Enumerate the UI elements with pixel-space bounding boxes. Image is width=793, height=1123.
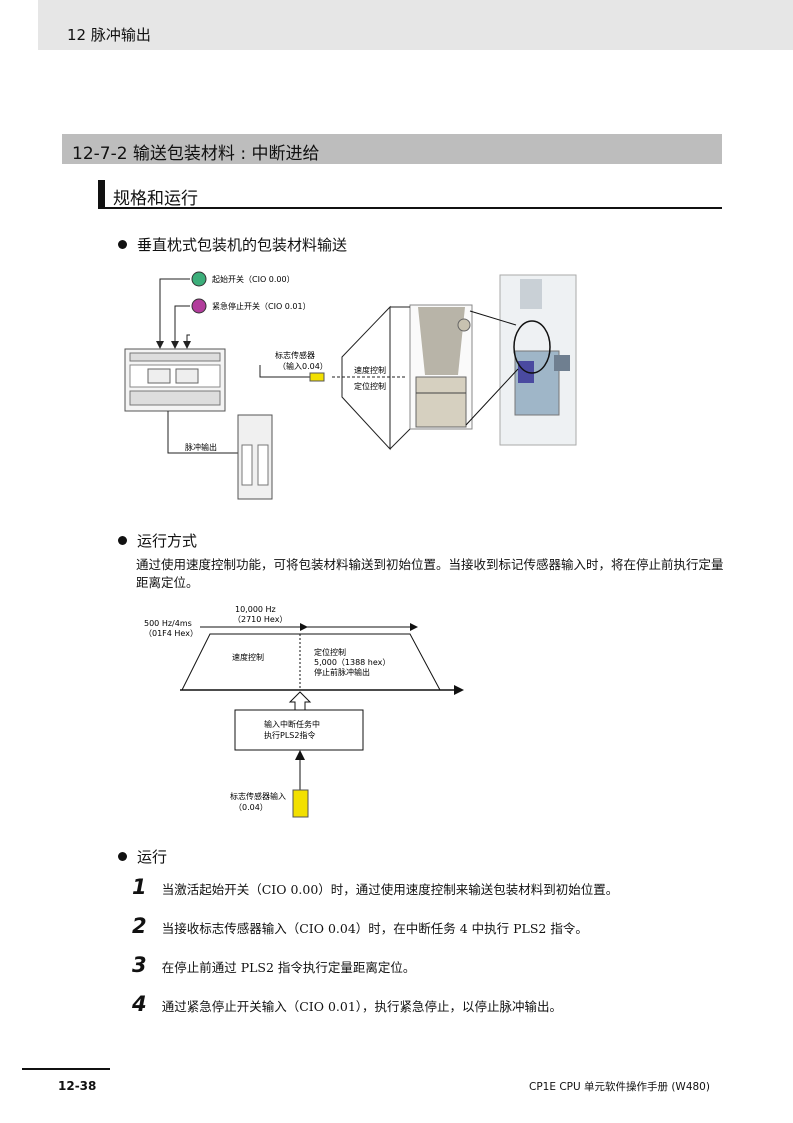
start-wire [159, 278, 190, 345]
step-number: 2 [132, 914, 147, 938]
step-number: 3 [132, 953, 147, 977]
pos-control-label-2: 5,000（1388 hex） [314, 658, 390, 667]
chapter-title: 12 脉冲输出 [67, 26, 151, 44]
interrupt-box [234, 709, 364, 751]
subsection-rule [98, 207, 722, 209]
manual-title: CP1E CPU 单元软件操作手册 (W480) [529, 1081, 710, 1093]
bullet-text: 垂直枕式包装机的包装材料输送 [137, 236, 348, 254]
section-title: 12-7-2 输送包装材料 : 中断进给 [72, 144, 320, 164]
sensor-label-1: 标志传感器 [275, 350, 315, 360]
bullet-operation-mode: 运行方式 [118, 530, 197, 551]
bullet-text: 运行方式 [137, 532, 198, 550]
bullet-dot-icon [118, 240, 127, 249]
servo-driver-icon [237, 414, 273, 500]
position-control-label: 定位控制 [354, 381, 386, 391]
estop-wire [174, 305, 190, 345]
pos-control-label-3: 停止前脉冲输出 [314, 667, 370, 677]
accel-label-2: （01F4 Hex） [144, 629, 198, 638]
speed-control-label: 速度控制 [354, 365, 386, 375]
step-text: 当接收标志传感器输入（CIO 0.04）时，在中断任务 4 中执行 PLS2 指… [161, 921, 588, 936]
sensor-input-label-1: 标志传感器输入 [230, 791, 286, 801]
step-text: 当激活起始开关（CIO 0.00）时，通过使用速度控制来输送包装材料到初始位置。 [161, 882, 619, 897]
accel-label-1: 500 Hz/4ms [144, 619, 192, 628]
start-switch-icon [191, 271, 207, 287]
estop-switch-icon [191, 298, 207, 314]
plc-unit-icon [124, 348, 226, 412]
bullet-text: 运行 [137, 848, 168, 866]
bullet-run: 运行 [118, 846, 167, 867]
packaging-tube-image [409, 304, 473, 430]
step-1: 1 当激活起始开关（CIO 0.00）时，通过使用速度控制来输送包装材料到初始位… [132, 875, 618, 899]
section-bar [62, 134, 722, 164]
freq-label-1: 10,000 Hz [235, 605, 276, 614]
step-number: 4 [132, 992, 147, 1016]
sensor-input-icon [292, 789, 309, 818]
header-bar [38, 0, 793, 50]
page-number: 12-38 [58, 1079, 97, 1093]
step-text: 通过紧急停止开关输入（CIO 0.01），执行紧急停止，以停止脉冲输出。 [161, 999, 563, 1014]
estop-switch-label: 紧急停止开关（CIO 0.01） [212, 301, 311, 311]
bullet-dot-icon [118, 536, 127, 545]
subsection-marker [98, 180, 105, 209]
pos-control-label-1: 定位控制 [314, 647, 346, 657]
speed-control-label: 速度控制 [232, 652, 264, 662]
step-number: 1 [132, 875, 147, 899]
step-2: 2 当接收标志传感器输入（CIO 0.04）时，在中断任务 4 中执行 PLS2… [132, 914, 588, 938]
step-3: 3 在停止前通过 PLS2 指令执行定量距离定位。 [132, 953, 415, 977]
bullet-packaging: 垂直枕式包装机的包装材料输送 [118, 234, 347, 255]
sensor-input-label-2: （0.04） [234, 803, 268, 812]
interrupt-label-2: 执行PLS2指令 [264, 730, 315, 740]
packaging-machine-image [499, 274, 577, 446]
up-arrow-icon [295, 750, 305, 760]
footer-rule [22, 1068, 110, 1070]
bullet-dot-icon [118, 852, 127, 861]
time-axis-arrow-icon [454, 685, 464, 695]
control-panel-frame [341, 305, 391, 451]
hollow-up-arrow-icon [288, 691, 312, 711]
subsection-title: 规格和运行 [113, 189, 198, 209]
freq-label-2: （2710 Hex） [233, 615, 287, 624]
step-4: 4 通过紧急停止开关输入（CIO 0.01），执行紧急停止，以停止脉冲输出。 [132, 992, 562, 1016]
step-text: 在停止前通过 PLS2 指令执行定量距离定位。 [161, 960, 416, 975]
interrupt-label-1: 输入中断任务中 [264, 719, 320, 729]
start-switch-label: 起始开关（CIO 0.00） [212, 274, 295, 284]
speed-profile-diagram: 10,000 Hz （2710 Hex） 500 Hz/4ms （01F4 He… [144, 605, 464, 818]
pulse-output-label: 脉冲输出 [185, 442, 217, 452]
speed-profile-line [181, 633, 441, 691]
operation-description: 通过使用速度控制功能，可将包装材料输送到初始位置。当接收到标记传感器输入时，将在… [136, 557, 724, 590]
mark-sensor-icon [309, 372, 325, 382]
system-diagram: 起始开关（CIO 0.00） 紧急停止开关（CIO 0.01） 标志传感器 （输… [124, 271, 577, 500]
sensor-label-2: （输入0.04） [278, 361, 328, 371]
